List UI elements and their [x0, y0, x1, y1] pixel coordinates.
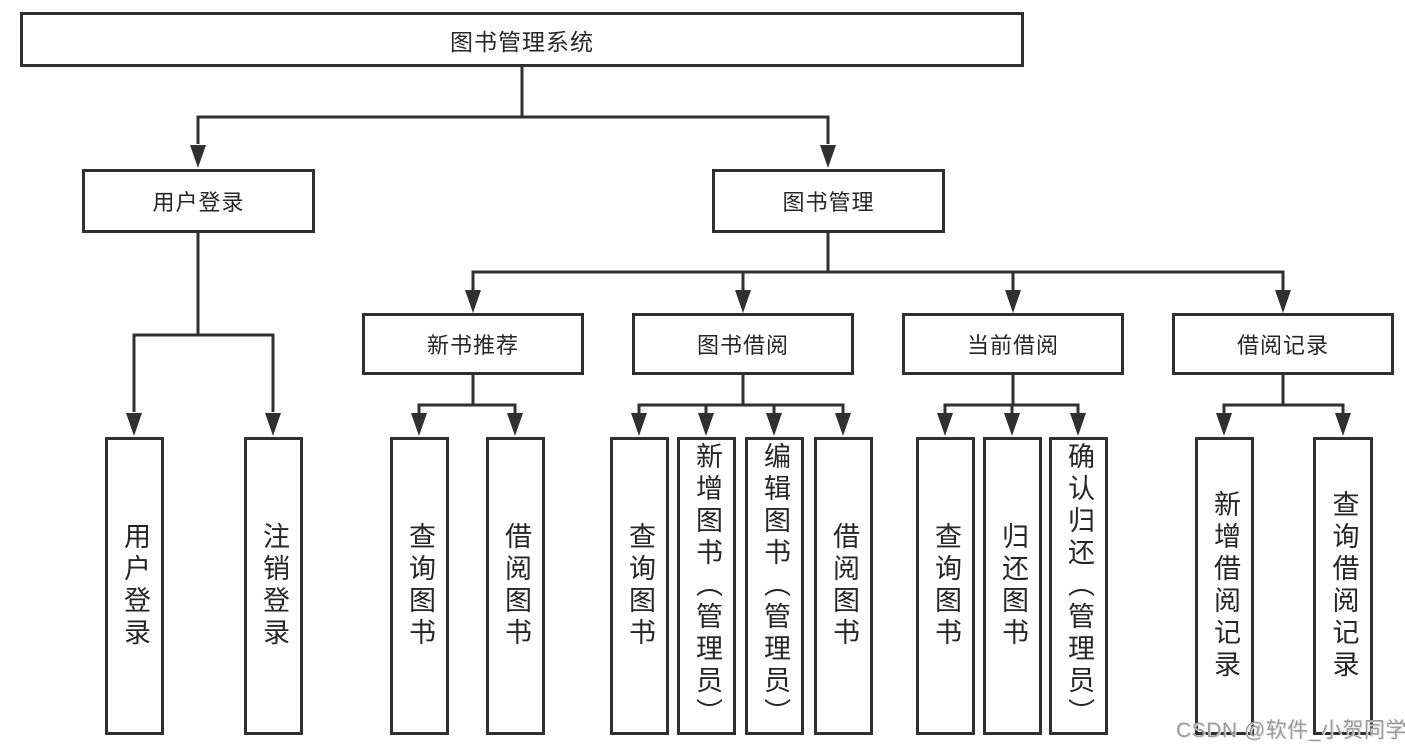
- leaf-label: 借阅图书: [501, 522, 531, 650]
- connector-level2-bracket: [196, 115, 830, 144]
- node-label: 新书推荐: [426, 333, 519, 358]
- arrowhead-icon: [1004, 413, 1020, 436]
- node-label: 借阅记录: [1236, 333, 1329, 358]
- leaf-borrow-books: 借阅图书: [486, 437, 545, 735]
- arrowhead-icon: [126, 413, 142, 436]
- connector-newbook-bracket: [417, 403, 517, 413]
- node-label: 图书管理: [782, 190, 875, 215]
- node-book-management: 图书管理: [712, 169, 945, 233]
- arrowhead-icon: [1070, 413, 1086, 436]
- connector-bookborrow-bracket: [637, 403, 845, 413]
- leaf-label: 新增图书（管理员）: [692, 442, 722, 730]
- leaf-confirm-return-admin: 确认归还（管理员）: [1049, 437, 1108, 735]
- leaf-add-books-admin: 新增图书（管理员）: [677, 437, 736, 735]
- leaf-return-books: 归还图书: [983, 437, 1042, 735]
- connector-records-bracket: [1222, 403, 1345, 413]
- arrowhead-icon: [937, 413, 953, 436]
- leaf-label: 编辑图书（管理员）: [760, 442, 790, 730]
- leaf-label: 用户登录: [120, 522, 150, 650]
- leaf-label: 借阅图书: [829, 522, 859, 650]
- arrowhead-icon: [1335, 413, 1351, 436]
- leaf-label: 新增借阅记录: [1210, 490, 1240, 682]
- arrowhead-icon: [465, 290, 481, 313]
- leaf-user-login: 用户登录: [105, 437, 164, 735]
- leaf-label: 归还图书: [998, 522, 1028, 650]
- arrowhead-icon: [698, 413, 714, 436]
- node-user-login: 用户登录: [82, 169, 315, 233]
- leaf-query-books: 查询图书: [390, 437, 449, 735]
- arrowhead-icon: [735, 290, 751, 313]
- node-label: 当前借阅: [966, 333, 1059, 358]
- leaf-add-borrow-record: 新增借阅记录: [1195, 437, 1254, 735]
- leaf-borrow-books: 借阅图书: [814, 437, 873, 735]
- leaf-label: 注销登录: [259, 522, 289, 650]
- node-borrow-records: 借阅记录: [1172, 313, 1394, 375]
- node-label: 图书管理系统: [450, 28, 594, 55]
- arrowhead-icon: [631, 413, 647, 436]
- node-label: 图书借阅: [696, 333, 789, 358]
- leaf-label: 查询借阅记录: [1328, 490, 1359, 682]
- leaf-label: 确认归还（管理员）: [1064, 442, 1094, 730]
- node-library-management-system: 图书管理系统: [20, 12, 1024, 67]
- node-book-borrow: 图书借阅: [632, 313, 854, 375]
- connector-userlogin-bracket: [132, 333, 275, 412]
- leaf-label: 查询图书: [625, 522, 655, 650]
- node-label: 用户登录: [152, 190, 245, 215]
- leaf-query-borrow-record: 查询借阅记录: [1313, 437, 1373, 735]
- leaf-edit-books-admin: 编辑图书（管理员）: [745, 437, 804, 735]
- leaf-logout: 注销登录: [244, 437, 303, 735]
- connector-level3-bracket: [471, 270, 1285, 290]
- arrowhead-icon: [1275, 290, 1291, 313]
- node-current-borrow: 当前借阅: [902, 313, 1124, 375]
- arrowhead-icon: [766, 413, 782, 436]
- arrowhead-icon: [411, 413, 427, 436]
- arrowhead-icon: [820, 145, 836, 168]
- arrowhead-icon: [507, 413, 523, 436]
- leaf-label: 查询图书: [931, 522, 961, 650]
- arrowhead-icon: [1005, 290, 1021, 313]
- arrowhead-icon: [190, 145, 206, 168]
- arrowhead-icon: [265, 413, 281, 436]
- leaf-label: 查询图书: [405, 522, 435, 650]
- node-new-book-recommend: 新书推荐: [362, 313, 584, 375]
- arrowhead-icon: [1216, 413, 1232, 436]
- leaf-query-books: 查询图书: [916, 437, 975, 735]
- leaf-query-books: 查询图书: [610, 437, 669, 735]
- arrowhead-icon: [835, 413, 851, 436]
- csdn-watermark: CSDN @软件_小贺同学: [1176, 719, 1405, 742]
